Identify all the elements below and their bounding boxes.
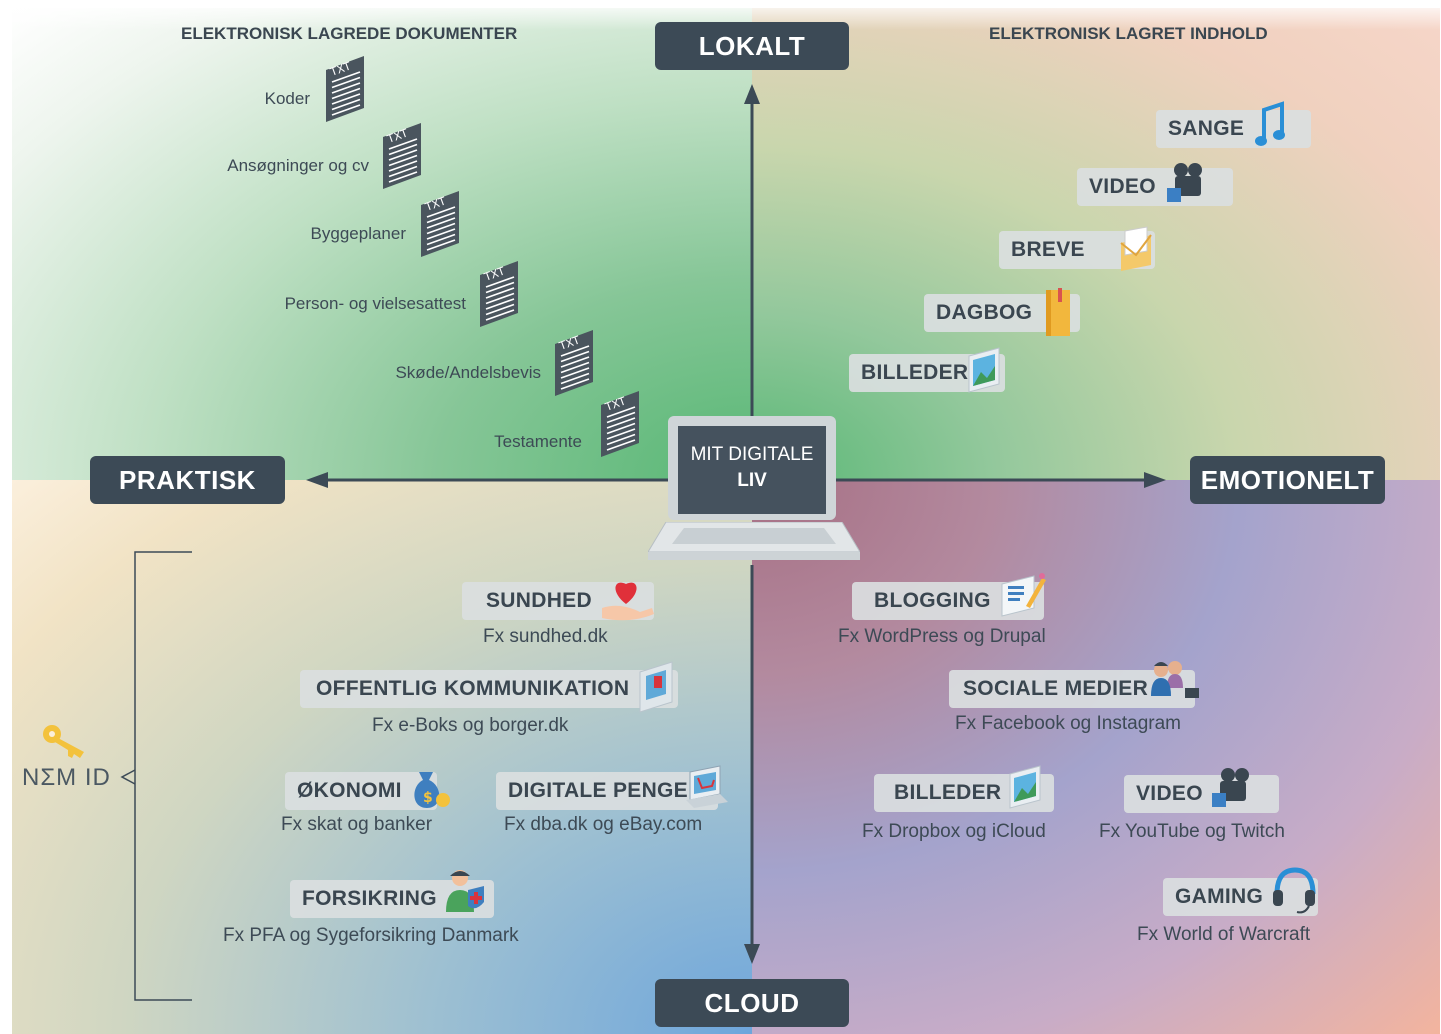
tag-label: SANGE — [1168, 117, 1245, 140]
tag-label: BILLEDER — [894, 781, 1002, 804]
tag-label: BLOGGING — [874, 589, 991, 612]
sub-billeder-cloud: Fx Dropbox og iCloud — [862, 821, 1046, 842]
nemid-bracket-point — [120, 769, 136, 785]
axis-label-emotionelt: EMOTIONELT — [1190, 456, 1385, 504]
picture-icon — [967, 346, 1003, 404]
sub-sundhed: Fx sundhed.dk — [483, 626, 608, 647]
sub-video-cloud: Fx YouTube og Twitch — [1099, 821, 1285, 842]
svg-text:$: $ — [423, 790, 433, 806]
tag-okonomi: ØKONOMI $ — [285, 772, 450, 810]
axis-label-cloud: CLOUD — [655, 979, 849, 1027]
txt-document-icon: TXT — [326, 56, 364, 122]
axis-label-praktisk: PRAKTISK — [90, 456, 285, 504]
txt-document-icon: TXT — [601, 391, 639, 457]
txt-document-icon: TXT — [555, 330, 593, 396]
sub-blogging: Fx WordPress og Drupal — [838, 626, 1046, 647]
tag-offentlig-kommunikation: OFFENTLIG KOMMUNIKATION — [300, 661, 678, 713]
tag-label: DAGBOG — [936, 301, 1033, 324]
tag-blogging: BLOGGING — [852, 573, 1046, 620]
picture-icon — [1008, 764, 1044, 818]
document-label: Skøde/Andelsbevis — [395, 363, 541, 382]
money-bag-icon: $ — [407, 758, 453, 820]
headset-icon — [1271, 864, 1317, 922]
document-label: Person- og vielsesattest — [284, 294, 466, 313]
tag-label: DIGITALE PENGE — [508, 779, 688, 802]
quadrant-title-content: ELEKTRONISK LAGRET INDHOLD — [989, 24, 1268, 43]
txt-document-icon: TXT — [421, 191, 459, 257]
sub-digitale-penge: Fx dba.dk og eBay.com — [504, 814, 703, 835]
video-camera-icon — [1165, 162, 1213, 214]
tag-label: VIDEO — [1089, 175, 1156, 198]
tag-billeder-cloud: BILLEDER — [874, 765, 1054, 812]
tag-billeder-local: BILLEDER — [849, 347, 1005, 393]
quadrant-title-documents: ELEKTRONISK LAGREDE DOKUMENTER — [181, 24, 518, 43]
document-label: Koder — [264, 89, 310, 108]
tag-sociale-medier: SOCIALE MEDIER — [949, 661, 1199, 708]
tag-label: BILLEDER — [861, 361, 969, 384]
tag-dagbog: DAGBOG — [924, 288, 1080, 336]
txt-document-icon: TXT — [480, 261, 518, 327]
sub-sociale-medier: Fx Facebook og Instagram — [955, 713, 1181, 734]
laptop-cart-icon — [686, 764, 728, 816]
tag-sundhed: SUNDHED — [462, 582, 654, 621]
people-icon — [1145, 656, 1205, 714]
tag-forsikring: FORSIKRING — [290, 870, 494, 918]
music-note-icon — [1254, 100, 1288, 158]
tag-label: VIDEO — [1136, 782, 1203, 805]
sub-okonomi: Fx skat og banker — [281, 814, 433, 835]
tag-label: OFFENTLIG KOMMUNIKATION — [316, 677, 630, 700]
tag-sange: SANGE — [1156, 101, 1311, 148]
person-shield-icon — [444, 866, 488, 924]
tag-video-local: VIDEO — [1077, 163, 1233, 206]
document-label: Ansøgninger og cv — [227, 156, 369, 175]
arrowhead-up — [744, 84, 760, 104]
arrowhead-right — [1144, 472, 1166, 488]
mail-box-icon — [636, 658, 676, 720]
arrowhead-left — [306, 472, 328, 488]
blog-icon — [998, 572, 1046, 626]
key-icon — [43, 725, 84, 758]
sub-offentlig-kommunikation: Fx e-Boks og borger.dk — [372, 715, 569, 736]
video-camera-icon — [1210, 767, 1258, 819]
txt-document-icon: TXT — [383, 123, 421, 189]
heart-hand-icon — [600, 574, 656, 630]
tag-label: ØKONOMI — [297, 779, 402, 802]
nemid-label: NΣM ID — [22, 764, 111, 791]
tag-label: FORSIKRING — [302, 887, 437, 910]
quadrant-bottom-right — [752, 480, 1440, 1034]
diary-icon — [1044, 286, 1074, 344]
tag-label: BREVE — [1011, 238, 1085, 261]
document-label: Testamente — [494, 432, 582, 451]
tag-video-cloud: VIDEO — [1124, 768, 1279, 813]
envelope-icon — [1117, 225, 1155, 277]
center-label: MIT DIGITALE LIV — [678, 426, 826, 514]
document-label: Byggeplaner — [310, 224, 406, 243]
axis-label-lokalt: LOKALT — [655, 22, 849, 70]
arrowhead-down — [744, 944, 760, 964]
tag-label: SUNDHED — [486, 589, 592, 612]
sub-gaming: Fx World of Warcraft — [1137, 924, 1311, 945]
center-label-line2: LIV — [737, 470, 767, 491]
tag-label: SOCIALE MEDIER — [963, 677, 1149, 700]
tag-digitale-penge: DIGITALE PENGE — [496, 765, 728, 810]
tag-label: GAMING — [1175, 885, 1264, 908]
tag-gaming: GAMING — [1163, 867, 1318, 916]
tag-breve: BREVE — [999, 226, 1155, 271]
sub-forsikring: Fx PFA og Sygeforsikring Danmark — [223, 925, 519, 946]
center-label-line1: MIT DIGITALE — [690, 444, 814, 465]
nemid-bracket — [134, 551, 192, 1001]
laptop-base — [648, 522, 860, 560]
